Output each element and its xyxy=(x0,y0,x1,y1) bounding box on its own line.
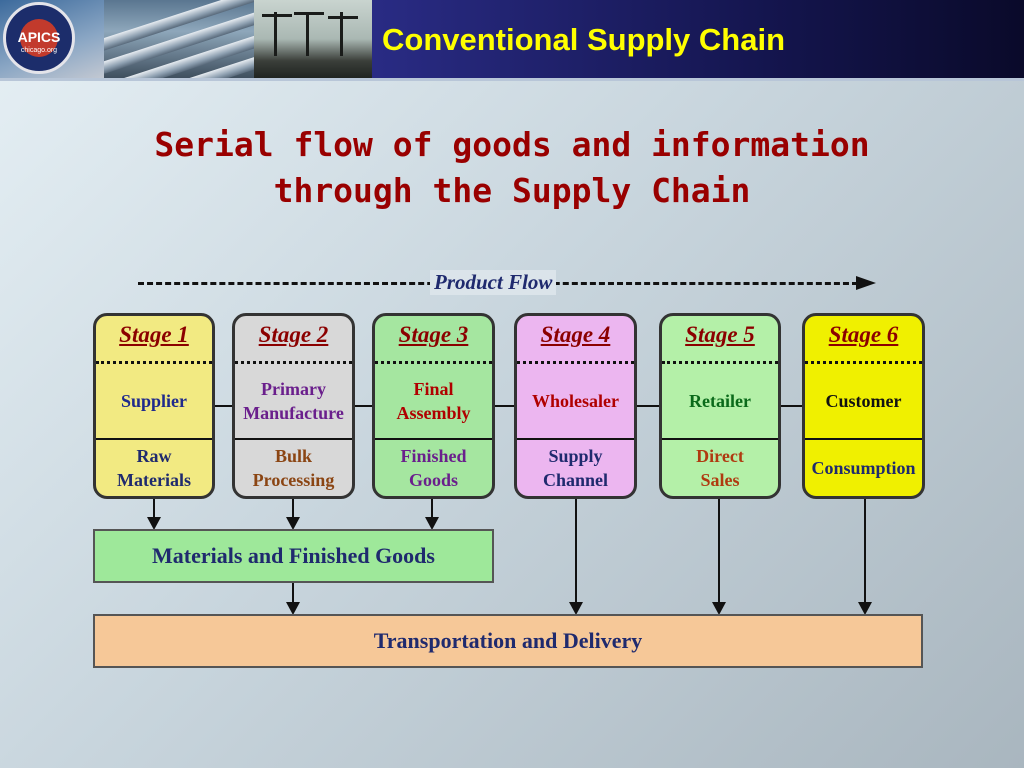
stage-divider xyxy=(235,438,352,440)
apics-logo: APICS chicago.org xyxy=(0,0,104,78)
logo-subtext: chicago.org xyxy=(20,47,58,54)
stage-connector xyxy=(780,405,803,407)
materials-and-finished-goods-box: Materials and Finished Goods xyxy=(93,529,494,583)
transportation-and-delivery-box: Transportation and Delivery xyxy=(93,614,923,668)
stage-role: Primary Manufacture xyxy=(243,379,344,423)
header-photo-pipes xyxy=(104,0,254,78)
stage-dotted-divider xyxy=(375,361,492,364)
stage-dotted-divider xyxy=(517,361,634,364)
stage-output: Finished Goods xyxy=(400,446,467,490)
slide-subtitle: Serial flow of goods and information thr… xyxy=(112,122,912,214)
arrow-down xyxy=(147,499,161,530)
stage-2-box: Stage 2 Primary Manufacture Bulk Process… xyxy=(232,313,355,499)
stage-title: Stage 6 xyxy=(828,322,899,347)
arrow-down xyxy=(569,499,583,615)
stage-role: Customer xyxy=(825,391,902,411)
stage-connector xyxy=(354,405,372,407)
stage-dotted-divider xyxy=(96,361,212,364)
logo-seal-center xyxy=(20,19,58,57)
logo-text: APICS xyxy=(17,29,61,45)
header-divider xyxy=(0,78,1024,81)
product-flow-arrowhead xyxy=(856,276,876,290)
stage-output: Consumption xyxy=(811,458,916,478)
arrow-down xyxy=(425,499,439,530)
slide-title: Conventional Supply Chain xyxy=(382,22,786,57)
arrow-down xyxy=(712,499,726,615)
arrow-down xyxy=(286,499,300,530)
stage-output: Raw Materials xyxy=(117,446,191,490)
stage-divider xyxy=(375,438,492,440)
stage-connector xyxy=(494,405,514,407)
subtitle-line-2: through the Supply Chain xyxy=(273,171,751,210)
header-photo-cranes xyxy=(254,0,372,78)
stage-dotted-divider xyxy=(662,361,778,364)
stage-output: Direct Sales xyxy=(696,446,744,490)
product-flow-label: Product Flow xyxy=(430,270,557,295)
stage-role: Supplier xyxy=(120,391,188,411)
stage-divider xyxy=(96,438,212,440)
stage-5-box: Stage 5 Retailer Direct Sales xyxy=(659,313,781,499)
arrow-down xyxy=(286,583,300,615)
stage-role: Wholesaler xyxy=(532,391,619,411)
logo-seal: APICS chicago.org xyxy=(3,2,75,74)
stage-title: Stage 5 xyxy=(685,322,755,347)
stage-divider xyxy=(662,438,778,440)
stage-role: Retailer xyxy=(689,391,751,411)
stage-title: Stage 2 xyxy=(258,322,329,347)
stage-title: Stage 1 xyxy=(119,322,189,347)
stage-output: Bulk Processing xyxy=(252,446,335,490)
stage-connector xyxy=(214,405,232,407)
stage-dotted-divider xyxy=(235,361,352,364)
stage-connector xyxy=(636,405,659,407)
stage-1-box: Stage 1 Supplier Raw Materials xyxy=(93,313,215,499)
stage-output: Supply Channel xyxy=(542,446,609,490)
stage-4-box: Stage 4 Wholesaler Supply Channel xyxy=(514,313,637,499)
stage-divider xyxy=(805,438,922,440)
subtitle-line-1: Serial flow of goods and information xyxy=(154,125,870,164)
stage-3-box: Stage 3 Final Assembly Finished Goods xyxy=(372,313,495,499)
arrow-down xyxy=(858,499,872,615)
stage-6-box: Stage 6 Customer Consumption xyxy=(802,313,925,499)
stage-divider xyxy=(517,438,634,440)
stage-title: Stage 3 xyxy=(398,322,469,347)
stage-title: Stage 4 xyxy=(540,322,611,347)
stage-role: Final Assembly xyxy=(396,379,471,423)
stage-dotted-divider xyxy=(805,361,922,364)
